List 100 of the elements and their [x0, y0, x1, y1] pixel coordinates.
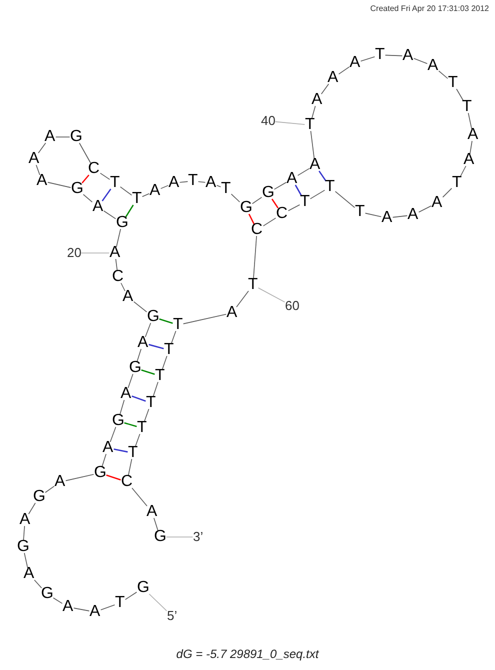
base-letter: G [262, 185, 274, 201]
base-letter: A [432, 195, 442, 211]
base-letter: A [90, 604, 100, 620]
backbone-line [65, 474, 94, 482]
base-pair-line [148, 344, 164, 350]
backbone-line [182, 314, 227, 324]
backbone-line [310, 130, 315, 160]
base-letter: G [240, 200, 252, 216]
backbone-line [460, 166, 466, 178]
base-letter: G [70, 129, 82, 145]
base-letter: A [206, 175, 216, 191]
backbone-line [144, 408, 150, 422]
backbone-line [115, 258, 118, 272]
backbone-line [100, 604, 116, 610]
backbone-line [152, 382, 158, 398]
base-letter: A [468, 127, 478, 143]
base-pair-line [114, 448, 128, 453]
backbone-line [142, 193, 150, 198]
leader-line [258, 287, 286, 302]
backbone-line [162, 356, 168, 370]
backbone-line [128, 374, 134, 388]
backbone-line [252, 196, 262, 204]
backbone-line [103, 210, 116, 220]
base-letter: T [137, 420, 147, 436]
base-letter: A [36, 173, 48, 189]
base-letter: A [382, 210, 392, 226]
base-letter: G [33, 489, 46, 505]
base-letter: T [325, 179, 335, 195]
base-letter: T [110, 175, 120, 191]
backbone-line [78, 142, 92, 164]
backbone-line [230, 194, 240, 202]
backbone-line [116, 228, 121, 248]
backbone-line [198, 181, 206, 183]
base-pair-line [141, 369, 155, 375]
base-pair-line [318, 170, 326, 182]
base-letter: A [464, 152, 474, 168]
base-letter: C [88, 161, 100, 177]
backbone-line [73, 608, 90, 612]
base-letter: A [92, 199, 104, 215]
position-number: 20 [67, 245, 82, 261]
backbone-line [47, 182, 72, 188]
backbone-line [468, 112, 472, 130]
base-letter: C [276, 206, 288, 222]
backbone-line [120, 186, 132, 196]
backbone-line [132, 488, 148, 506]
backbone-line [55, 136, 70, 138]
backbone-line [236, 290, 249, 308]
base-pair-line [132, 395, 146, 402]
backbone-line [179, 181, 188, 183]
backbone-line [216, 184, 222, 188]
base-letter: G [154, 529, 166, 545]
base-letter: A [54, 474, 66, 490]
creation-date: Created Fri Apr 20 17:31:03 2012 [370, 4, 489, 13]
base-letter: G [147, 309, 160, 325]
backbone-line [102, 454, 106, 468]
backbone-line [418, 206, 432, 212]
base-letter: A [402, 48, 414, 64]
base-letter: T [305, 117, 315, 133]
backbone-line [100, 172, 110, 180]
base-letter: A [110, 245, 120, 261]
base-letter: T [248, 277, 258, 293]
leader-line [274, 121, 306, 125]
backbone-line [124, 592, 138, 600]
base-pair-line [248, 214, 255, 224]
backbone-line [160, 185, 169, 189]
base-letter: G [129, 360, 142, 376]
backbone-line [119, 400, 125, 416]
base-letter: A [102, 440, 114, 456]
caption: dG = -5.7 29891_0_seq.txt [175, 647, 320, 661]
backbone-line [34, 580, 42, 588]
base-letter: T [462, 99, 472, 115]
leader-line [166, 536, 194, 538]
base-letter: T [452, 175, 462, 191]
base-letter: A [28, 151, 40, 167]
backbone-line [364, 212, 382, 218]
strand-end-label: 5’ [167, 608, 178, 624]
backbone-line [128, 458, 132, 476]
backbone-line [44, 486, 55, 493]
backbone-line [456, 88, 464, 102]
backbone-line [334, 191, 356, 208]
backbone-line [338, 66, 350, 74]
backbone-line [413, 58, 428, 64]
base-letter: G [41, 586, 54, 602]
backbone-line [384, 54, 403, 56]
backbone-line [120, 282, 126, 292]
base-letter: T [155, 368, 165, 384]
backbone-line [36, 164, 40, 176]
base-pair-line [102, 188, 112, 202]
base-letter: A [62, 599, 74, 615]
backbone-line [24, 552, 28, 568]
backbone-line [360, 56, 376, 62]
base-letter: T [146, 395, 156, 411]
backbone-line [392, 215, 408, 218]
base-pair-line [159, 318, 173, 324]
strand-end-label: 3’ [193, 529, 204, 545]
base-letter: A [312, 92, 322, 108]
base-letter: T [375, 47, 385, 63]
backbone-line [310, 190, 326, 200]
base-letter: T [221, 181, 231, 197]
base-letter: G [17, 539, 30, 555]
